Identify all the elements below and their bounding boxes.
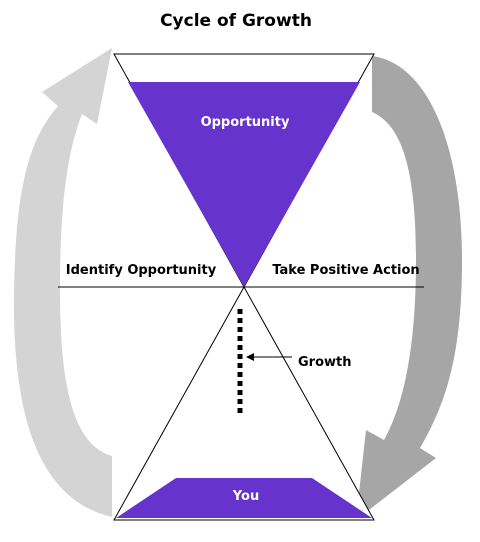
left-cycle-arrow <box>13 48 112 517</box>
opportunity-label: Opportunity <box>201 115 290 130</box>
you-label: You <box>232 489 259 504</box>
identify-opportunity-label: Identify Opportunity <box>66 263 217 278</box>
take-positive-action-label: Take Positive Action <box>272 263 419 278</box>
opportunity-segment <box>128 82 360 287</box>
growth-pointer-arrowhead <box>246 353 254 361</box>
diagram-title: Cycle of Growth <box>160 11 312 31</box>
you-segment <box>116 478 372 518</box>
growth-label: Growth <box>298 355 352 370</box>
right-cycle-arrow <box>356 56 462 520</box>
bottom-triangle-outline <box>113 285 375 521</box>
